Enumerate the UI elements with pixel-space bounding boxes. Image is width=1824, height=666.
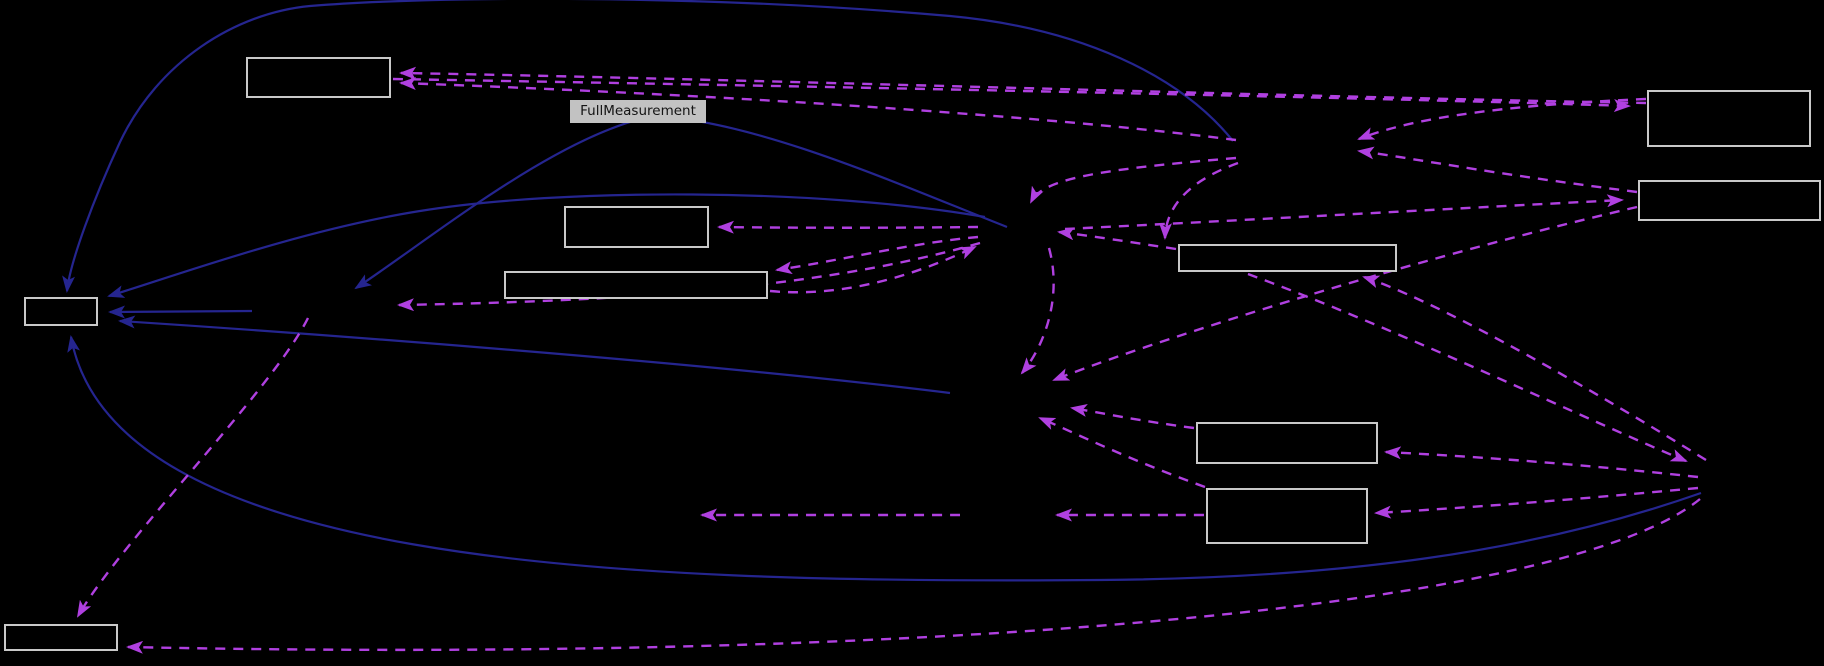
edge-huba-to-hubb: [1029, 156, 1237, 204]
edge-hubb-to-longbox: [775, 235, 979, 275]
edge-bota-to-hube: [1070, 404, 1195, 430]
box-mid-long[interactable]: [504, 271, 768, 299]
edge-tr1-to-huba: [1357, 97, 1647, 141]
edge-huba-to-leftbox: [62, 0, 1234, 293]
box-right-mid[interactable]: [1178, 244, 1397, 272]
box-top-left[interactable]: [246, 57, 391, 98]
edge-rightmid-to-hubd: [1247, 272, 1688, 463]
edge-tr2-to-huba: [1357, 146, 1638, 194]
edge-tr1-to-topleft: [399, 66, 1647, 105]
edge-label-fullmeasurement: FullMeasurement: [570, 100, 706, 123]
dashed-edges: [76, 66, 1707, 654]
edge-botb-to-hube: [1038, 416, 1206, 489]
edge-tr2-to-hube: [1052, 205, 1638, 382]
box-bottom-b[interactable]: [1206, 488, 1368, 544]
edge-hube-to-leftbox: [118, 315, 951, 395]
box-mid[interactable]: [564, 206, 709, 248]
edge-rightmid-to-hubb: [1057, 227, 1177, 251]
graph-nodes: [4, 57, 1821, 651]
edge-hubc-to-bottomleft: [76, 317, 310, 618]
box-top-right-2[interactable]: [1638, 180, 1821, 221]
edge-huba-to-topleft: [399, 77, 1237, 142]
box-left[interactable]: [24, 297, 98, 326]
edge-hubb-to-hube: [1020, 247, 1055, 375]
edge-topleft-to-tr1: [392, 77, 1631, 113]
edge-hubb-to-hubc: [397, 241, 981, 312]
edge-huba-to-rightmid: [1159, 161, 1239, 240]
edge-hubd-to-bottomleft: [126, 498, 1701, 654]
edge-hubb-to-leftbox: [107, 193, 986, 298]
edge-hubd-to-botb: [1374, 486, 1699, 519]
edge-hubc-to-leftbox: [108, 305, 253, 319]
box-bottom-a[interactable]: [1196, 422, 1378, 464]
edge-hubd-to-rightmid: [1362, 275, 1707, 462]
edge-hubb-to-hubc-labeled: [354, 114, 1008, 290]
box-top-right-1[interactable]: [1647, 90, 1811, 147]
edge-hubb-to-midbox: [717, 220, 979, 234]
edge-hubd-to-bota: [1384, 446, 1699, 479]
box-bottom-left[interactable]: [4, 624, 118, 651]
edge-hubb-to-tr2: [1064, 194, 1624, 231]
edge-hubd-to-leftbox-bottom-arc: [67, 335, 1702, 582]
